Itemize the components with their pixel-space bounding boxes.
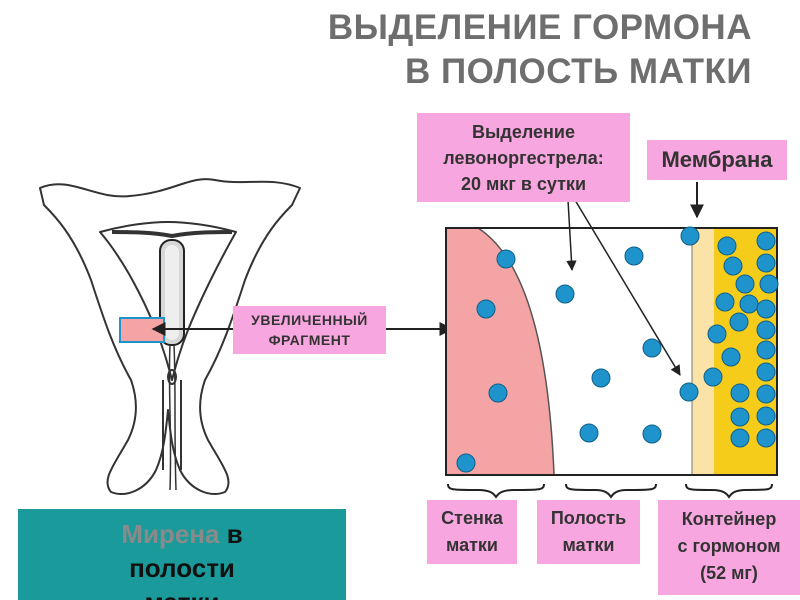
enlarged-fragment-label: УВЕЛИЧЕННЫЙ ФРАГМЕНТ	[233, 306, 386, 354]
hormone-molecule	[707, 324, 727, 344]
release-label-line: Выделение	[472, 122, 575, 142]
brace-wall	[447, 483, 545, 499]
hormone-molecule	[721, 347, 741, 367]
hormone-molecule	[488, 383, 508, 403]
hormone-molecule	[456, 453, 476, 473]
enlarged-fragment	[445, 226, 779, 476]
release-pointer-1	[566, 199, 577, 272]
iud-threads	[168, 344, 177, 491]
hormone-container-label: Контейнер с гормоном (52 мг)	[658, 500, 800, 595]
mirena-device	[111, 230, 233, 491]
hormone-molecule	[729, 312, 749, 332]
hormone-molecule	[735, 274, 755, 294]
title-line-2: В ПОЛОСТЬ МАТКИ	[404, 52, 752, 91]
hormone-molecule	[756, 231, 776, 251]
hormone-molecule	[730, 428, 750, 448]
mirena-caption: Мирена в полости матки	[18, 509, 346, 600]
fragment-label-line: УВЕЛИЧЕННЫЙ	[251, 312, 368, 328]
caption-text-1: в	[219, 519, 243, 549]
caption-brand: Мирена	[121, 519, 220, 549]
hormone-molecule	[642, 338, 662, 358]
brace-container	[685, 483, 773, 499]
hormone-molecule	[591, 368, 611, 388]
fragment-label-line: ФРАГМЕНТ	[268, 332, 351, 348]
slide-title: ВЫДЕЛЕНИЕ ГОРМОНА В ПОЛОСТЬ МАТКИ	[328, 6, 752, 94]
hormone-molecule	[756, 340, 776, 360]
hormone-molecule	[715, 292, 735, 312]
hormone-molecule	[496, 249, 516, 269]
hormone-molecule	[680, 226, 700, 246]
hormone-molecule	[723, 256, 743, 276]
hormone-molecule	[756, 384, 776, 404]
hormone-molecule	[476, 299, 496, 319]
hormone-molecule	[756, 320, 776, 340]
hormone-molecule	[756, 362, 776, 382]
hormone-molecule	[739, 294, 759, 314]
wall-label-line: Стенка	[441, 508, 503, 528]
caption-text-2: полости	[129, 553, 235, 583]
brace-cavity	[565, 483, 657, 499]
hormone-molecule	[579, 423, 599, 443]
uterine-cavity-label: Полость матки	[537, 500, 640, 564]
section-braces	[447, 483, 773, 499]
hormone-molecule	[624, 246, 644, 266]
caption-line-1: Мирена в	[18, 517, 346, 551]
cavity-label-line: Полость	[550, 508, 627, 528]
release-pointer-2	[574, 199, 681, 376]
uterus-outer-contour	[39, 178, 301, 495]
iud-arms	[111, 230, 233, 239]
wall-label-line: матки	[446, 535, 498, 555]
uterine-wall-region	[446, 228, 554, 474]
hormone-molecule	[756, 406, 776, 426]
hormone-molecule	[703, 367, 723, 387]
container-label-line: (52 мг)	[700, 563, 758, 583]
hormone-molecule	[756, 428, 776, 448]
cervical-canal	[162, 380, 182, 470]
membrane-layer	[692, 228, 714, 475]
release-label-line: 20 мкг в сутки	[460, 174, 587, 194]
hormone-molecule	[717, 236, 737, 256]
enlarged-frame	[445, 227, 778, 476]
release-rate-label: Выделение левоноргестрела: 20 мкг в сутк…	[417, 113, 630, 202]
hormone-molecule	[759, 274, 779, 294]
caption-text-3: матки	[18, 585, 346, 600]
membrane-label: Мембрана	[647, 140, 787, 180]
membrane-label-text: Мембрана	[661, 147, 773, 172]
title-line-1: ВЫДЕЛЕНИЕ ГОРМОНА	[327, 8, 752, 47]
uterine-wall-label: Стенка матки	[427, 500, 517, 564]
hormone-molecule	[679, 382, 699, 402]
hormone-molecules	[456, 226, 779, 473]
hormone-molecule	[555, 284, 575, 304]
cavity-label-line: матки	[562, 535, 615, 555]
hormone-molecule	[756, 253, 776, 273]
release-label-line: левоноргестрела:	[443, 148, 604, 168]
hormone-molecule	[756, 299, 776, 319]
container-label-line: Контейнер	[681, 509, 777, 529]
container-label-line: с гормоном	[677, 536, 781, 556]
iud-stem-bead	[167, 369, 177, 385]
hormone-molecule	[730, 407, 750, 427]
hormone-molecule	[730, 383, 750, 403]
hormone-molecule	[642, 424, 662, 444]
